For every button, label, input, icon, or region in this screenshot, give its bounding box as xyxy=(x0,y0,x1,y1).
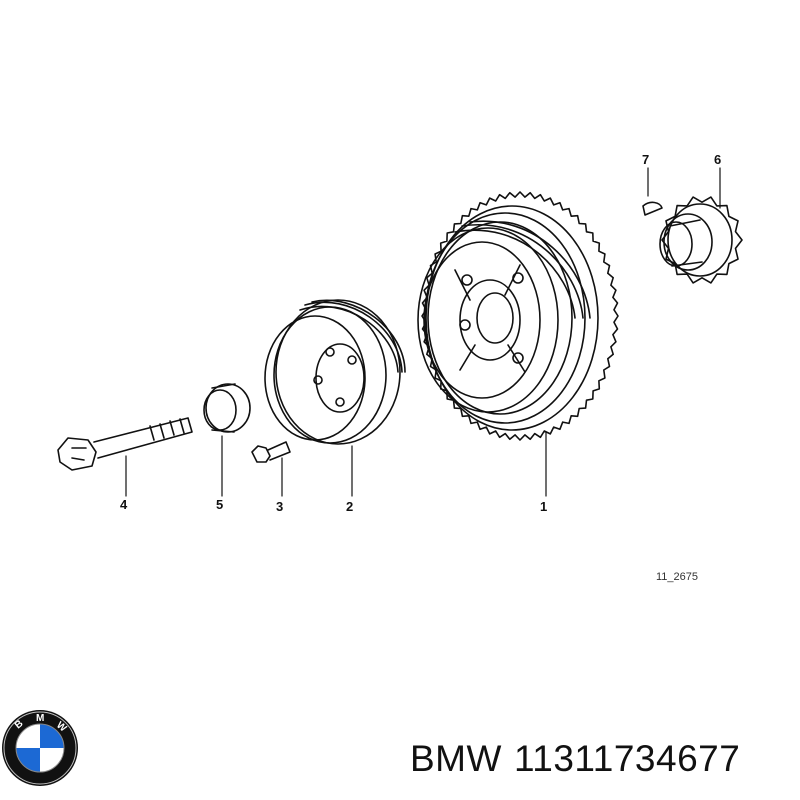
caption-part-number: 11311734677 xyxy=(513,738,741,779)
leader-lines xyxy=(125,167,721,497)
diagram-reference-code: 11_2675 xyxy=(656,571,698,583)
part-woodruff-key xyxy=(642,201,663,216)
part-central-bolt xyxy=(57,417,193,471)
logo-text-m: M xyxy=(36,713,44,724)
callout-4: 4 xyxy=(120,497,128,512)
callout-5: 5 xyxy=(216,497,223,512)
callout-3: 3 xyxy=(276,499,283,514)
part-caption: BMW 11311734677 xyxy=(410,738,752,780)
callout-1: 1 xyxy=(540,499,547,514)
part-washer xyxy=(203,383,251,433)
callout-2: 2 xyxy=(346,499,353,514)
bmw-roundel-logo: B M W xyxy=(2,710,78,786)
sprocket-teeth xyxy=(661,196,743,284)
callout-6: 6 xyxy=(714,152,721,167)
part-belt-pulley xyxy=(264,299,406,445)
caption-brand: BMW xyxy=(410,738,502,779)
part-small-bolt xyxy=(251,441,291,463)
callout-7: 7 xyxy=(642,152,649,167)
part-chain-sprocket xyxy=(659,196,743,284)
part-vibration-damper xyxy=(417,191,619,441)
sensor-tooth-ring xyxy=(421,191,619,441)
